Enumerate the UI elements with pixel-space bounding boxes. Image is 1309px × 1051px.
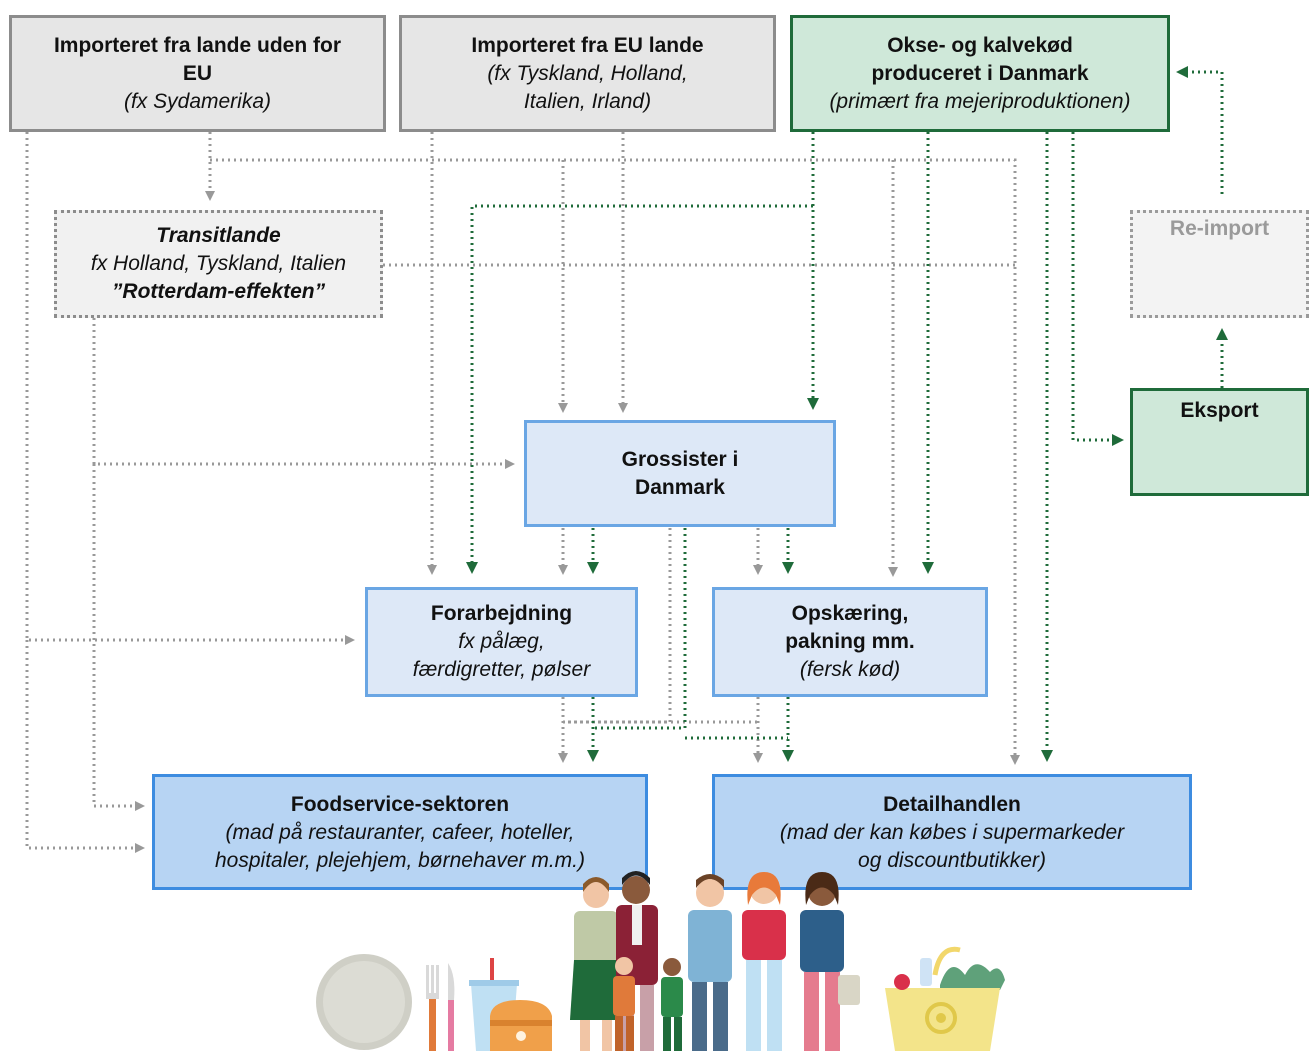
shopping-basket-icon (885, 946, 1005, 1051)
import-non-eu-title: Importeret fra lande uden for EU (53, 33, 342, 85)
import-eu-title: Importeret fra EU lande (471, 33, 704, 57)
rotterdam-effect-label: ”Rotterdam-effekten” (111, 280, 326, 303)
retail-title: Detailhandlen (883, 793, 1021, 816)
import-non-eu-example: (fx Sydamerika) (123, 89, 272, 113)
foodservice-desc-2: hospitaler, plejehjem, børnehaver m.m.) (215, 849, 585, 872)
danish-beef-note: (primært fra mejeriproduktionen) (829, 89, 1131, 113)
processing-example-1: fx pålæg, (458, 630, 545, 653)
import-eu-box: Importeret fra EU lande (fx Tyskland, Ho… (399, 15, 776, 132)
retail-box: Detailhandlen (mad der kan købes i super… (712, 774, 1192, 890)
cutting-title-2: pakning mm. (785, 630, 915, 653)
transit-examples: fx Holland, Tyskland, Italien (90, 252, 347, 275)
export-title: Eksport (1180, 399, 1259, 422)
wholesale-title-2: Danmark (635, 475, 725, 499)
processing-example-2: færdigretter, pølser (412, 658, 591, 681)
danish-beef-title-2: produceret i Danmark (871, 61, 1089, 85)
retail-desc-1: (mad der kan købes i supermarkeder (779, 821, 1125, 844)
transit-title: Transitlande (156, 224, 281, 247)
transit-countries-box: Transitlande fx Holland, Tyskland, Itali… (54, 210, 383, 318)
danish-beef-title-1: Okse- og kalvekød (887, 33, 1073, 57)
processing-title: Forarbejdning (430, 602, 573, 625)
plate-icon (316, 954, 412, 1050)
cutlery-icon (426, 963, 455, 1051)
foodservice-title: Foodservice-sektoren (290, 793, 510, 816)
cutting-note: (fersk kød) (799, 658, 901, 681)
processing-box: Forarbejdning fx pålæg, færdigretter, pø… (365, 587, 638, 697)
import-non-eu-box: Importeret fra lande uden for EU (fx Syd… (9, 15, 386, 132)
wholesale-title-1: Grossister i (621, 447, 739, 471)
retail-desc-2: og discountbutikker) (858, 849, 1046, 872)
foodservice-desc-1: (mad på restauranter, cafeer, hoteller, (225, 821, 575, 844)
import-eu-example-2: Italien, Irland) (523, 89, 652, 113)
cutting-title-1: Opskæring, (791, 602, 909, 625)
import-flow-lines (25, 132, 1020, 853)
cutting-packing-box: Opskæring, pakning mm. (fersk kød) (712, 587, 988, 697)
wholesale-box: Grossister i Danmark (524, 420, 836, 527)
reimport-box: Re-import (1130, 210, 1309, 318)
danish-beef-box: Okse- og kalvekød produceret i Danmark (… (790, 15, 1170, 132)
food-box-icon (490, 1000, 552, 1051)
people-group-icon (570, 871, 860, 1051)
import-eu-example-1: (fx Tyskland, Holland, (487, 61, 688, 85)
reimport-title: Re-import (1169, 217, 1270, 240)
foodservice-box: Foodservice-sektoren (mad på restaurante… (152, 774, 648, 890)
danish-flow-lines (466, 66, 1228, 762)
export-box: Eksport (1130, 388, 1309, 496)
